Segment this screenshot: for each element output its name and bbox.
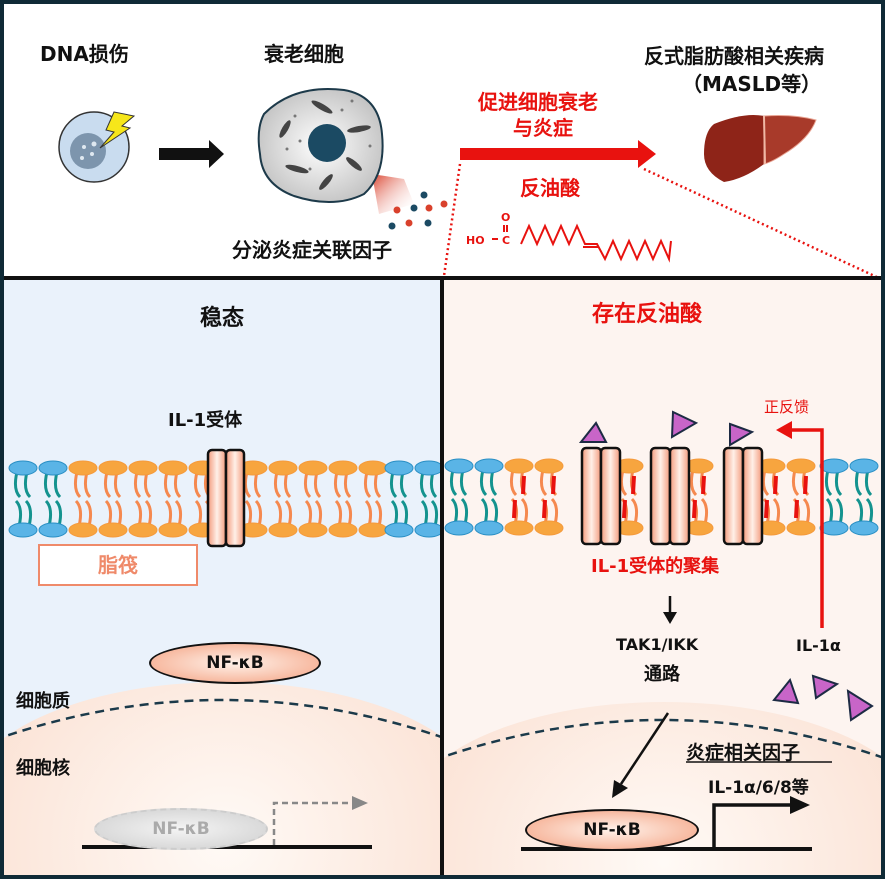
raft-lipid bbox=[98, 460, 128, 538]
zoom-guide-right bbox=[643, 167, 878, 276]
pathway-label-line2: 通路 bbox=[644, 664, 680, 685]
nfkb-cytoplasm: NF-κB bbox=[149, 642, 321, 684]
phospholipid bbox=[444, 458, 474, 536]
phospholipid bbox=[384, 460, 414, 538]
raft-lipid bbox=[298, 460, 328, 538]
raft-lipid bbox=[358, 460, 388, 538]
zoom-guide-left bbox=[442, 163, 462, 276]
lipid-raft-label: 脂筏 bbox=[98, 553, 138, 577]
raft-lipid bbox=[786, 458, 816, 536]
top-graphics bbox=[58, 88, 878, 276]
positive-feedback-arrow bbox=[776, 421, 824, 628]
phospholipid bbox=[414, 460, 440, 538]
elaidic-acid-structure-icon bbox=[492, 223, 672, 263]
chem-c-label: C bbox=[502, 234, 511, 247]
dna-damage-label: DNA损伤 bbox=[40, 42, 129, 66]
nfkb-nucleus: NF-κB bbox=[525, 809, 699, 851]
top-section: DNA损伤 衰老细胞 分泌炎症关联因子 促进细胞衰老 与炎症 反油酸 HO C … bbox=[4, 4, 881, 276]
pathway-to-nfkb-arrow bbox=[612, 712, 670, 798]
nuclear-envelope bbox=[4, 698, 440, 738]
raft-lipid bbox=[328, 460, 358, 538]
raft-lipid bbox=[534, 458, 564, 536]
raft-lipid bbox=[158, 460, 188, 538]
positive-feedback-label: 正反馈 bbox=[764, 398, 810, 416]
pathway-label-line1: TAK1/IKK bbox=[616, 635, 699, 654]
clustered-receptors-icon bbox=[580, 446, 764, 546]
disease-label-line2: （MASLD等） bbox=[682, 72, 822, 96]
senescent-cell-label: 衰老细胞 bbox=[264, 42, 344, 66]
inactive-transcription-arrow bbox=[272, 801, 354, 845]
disease-label-line1: 反式脂肪酸相关疾病 bbox=[644, 44, 824, 68]
raft-lipid bbox=[238, 460, 268, 538]
secreted-factors-icon bbox=[388, 191, 448, 230]
phospholipid bbox=[474, 458, 504, 536]
nfkb-inactive: NF-κB bbox=[94, 808, 268, 850]
phospholipid bbox=[819, 458, 849, 536]
elaidic-acid-title: 存在反油酸 bbox=[592, 302, 703, 327]
progression-arrow-icon bbox=[159, 140, 224, 168]
raft-lipid bbox=[684, 458, 714, 536]
receptor-clustering-label: IL-1受体的聚集 bbox=[591, 556, 720, 577]
il1a-ligand-icons bbox=[578, 410, 874, 722]
raft-lipid bbox=[268, 460, 298, 538]
inflammatory-factors-label: 炎症相关因子 bbox=[686, 742, 801, 764]
vertical-divider bbox=[440, 280, 444, 875]
inactive-arrow-head-icon bbox=[352, 796, 368, 810]
elaidic-acid-label: 反油酸 bbox=[520, 176, 580, 200]
nucleus-label: 细胞核 bbox=[16, 758, 70, 779]
cytoplasm-label: 细胞质 bbox=[16, 691, 70, 712]
raft-lipid bbox=[68, 460, 98, 538]
promote-label-line2: 与炎症 bbox=[513, 116, 573, 140]
raft-lipid bbox=[504, 458, 534, 536]
homeostasis-title: 稳态 bbox=[200, 306, 245, 331]
senescent-cell-icon bbox=[257, 88, 414, 214]
phospholipid bbox=[849, 458, 879, 536]
chem-ho-label: HO bbox=[466, 234, 485, 247]
horizontal-divider bbox=[4, 276, 881, 280]
liver-icon bbox=[704, 115, 817, 182]
figure-frame: DNA损伤 衰老细胞 分泌炎症关联因子 促进细胞衰老 与炎症 反油酸 HO C … bbox=[4, 4, 881, 875]
elaidic-acid-panel: 存在反油酸 正反馈 IL-1受体的聚集 TAK1/IKK 通路 IL-1α 炎症… bbox=[444, 280, 881, 875]
factors-list-label: IL-1α/6/8等 bbox=[708, 778, 809, 798]
promote-arrow-icon bbox=[460, 140, 656, 168]
il1a-label: IL-1α bbox=[796, 636, 841, 655]
raft-lipid bbox=[614, 458, 644, 536]
lipid-bilayer bbox=[444, 458, 879, 536]
raft-lipid bbox=[128, 460, 158, 538]
nuclear-envelope bbox=[444, 718, 881, 759]
secretion-label: 分泌炎症关联因子 bbox=[232, 238, 392, 262]
phospholipid bbox=[8, 460, 38, 538]
phospholipid bbox=[38, 460, 68, 538]
active-arrow-head-icon bbox=[790, 796, 810, 814]
homeostasis-panel: 稳态 IL-1受体 脂筏 NF-κB 细胞质 细胞核 NF-κB bbox=[4, 280, 440, 875]
lipid-raft-box: 脂筏 bbox=[38, 544, 198, 586]
signal-down-arrow bbox=[663, 596, 677, 624]
chem-o-label: O bbox=[501, 211, 511, 224]
lightning-icon bbox=[99, 111, 136, 149]
left-panel-graphics bbox=[4, 448, 440, 849]
active-transcription-arrow bbox=[712, 803, 794, 847]
right-panel-graphics bbox=[444, 410, 881, 851]
il1-receptor-label: IL-1受体 bbox=[168, 410, 243, 431]
raft-lipid bbox=[756, 458, 786, 536]
il1-receptor-icon bbox=[206, 448, 246, 548]
promote-label-line1: 促进细胞衰老 bbox=[478, 90, 598, 114]
